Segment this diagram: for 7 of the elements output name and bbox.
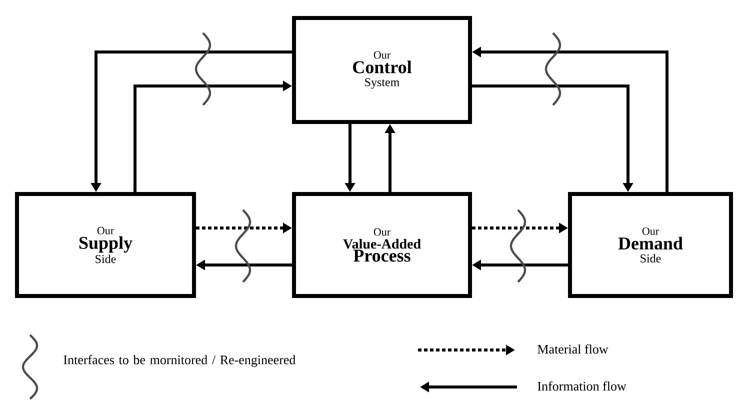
legend-text: Material flow — [538, 344, 608, 354]
legend-text: Information flow — [538, 381, 626, 391]
process-box: Our Demand Side — [568, 192, 733, 298]
process-box: Our Control System — [292, 16, 472, 124]
legend-text: Interfaces to be mornitored / Re-engineered — [64, 355, 296, 367]
process-box: Our Value-Added Process — [292, 192, 472, 298]
process-box: Our Supply Side — [15, 192, 196, 298]
